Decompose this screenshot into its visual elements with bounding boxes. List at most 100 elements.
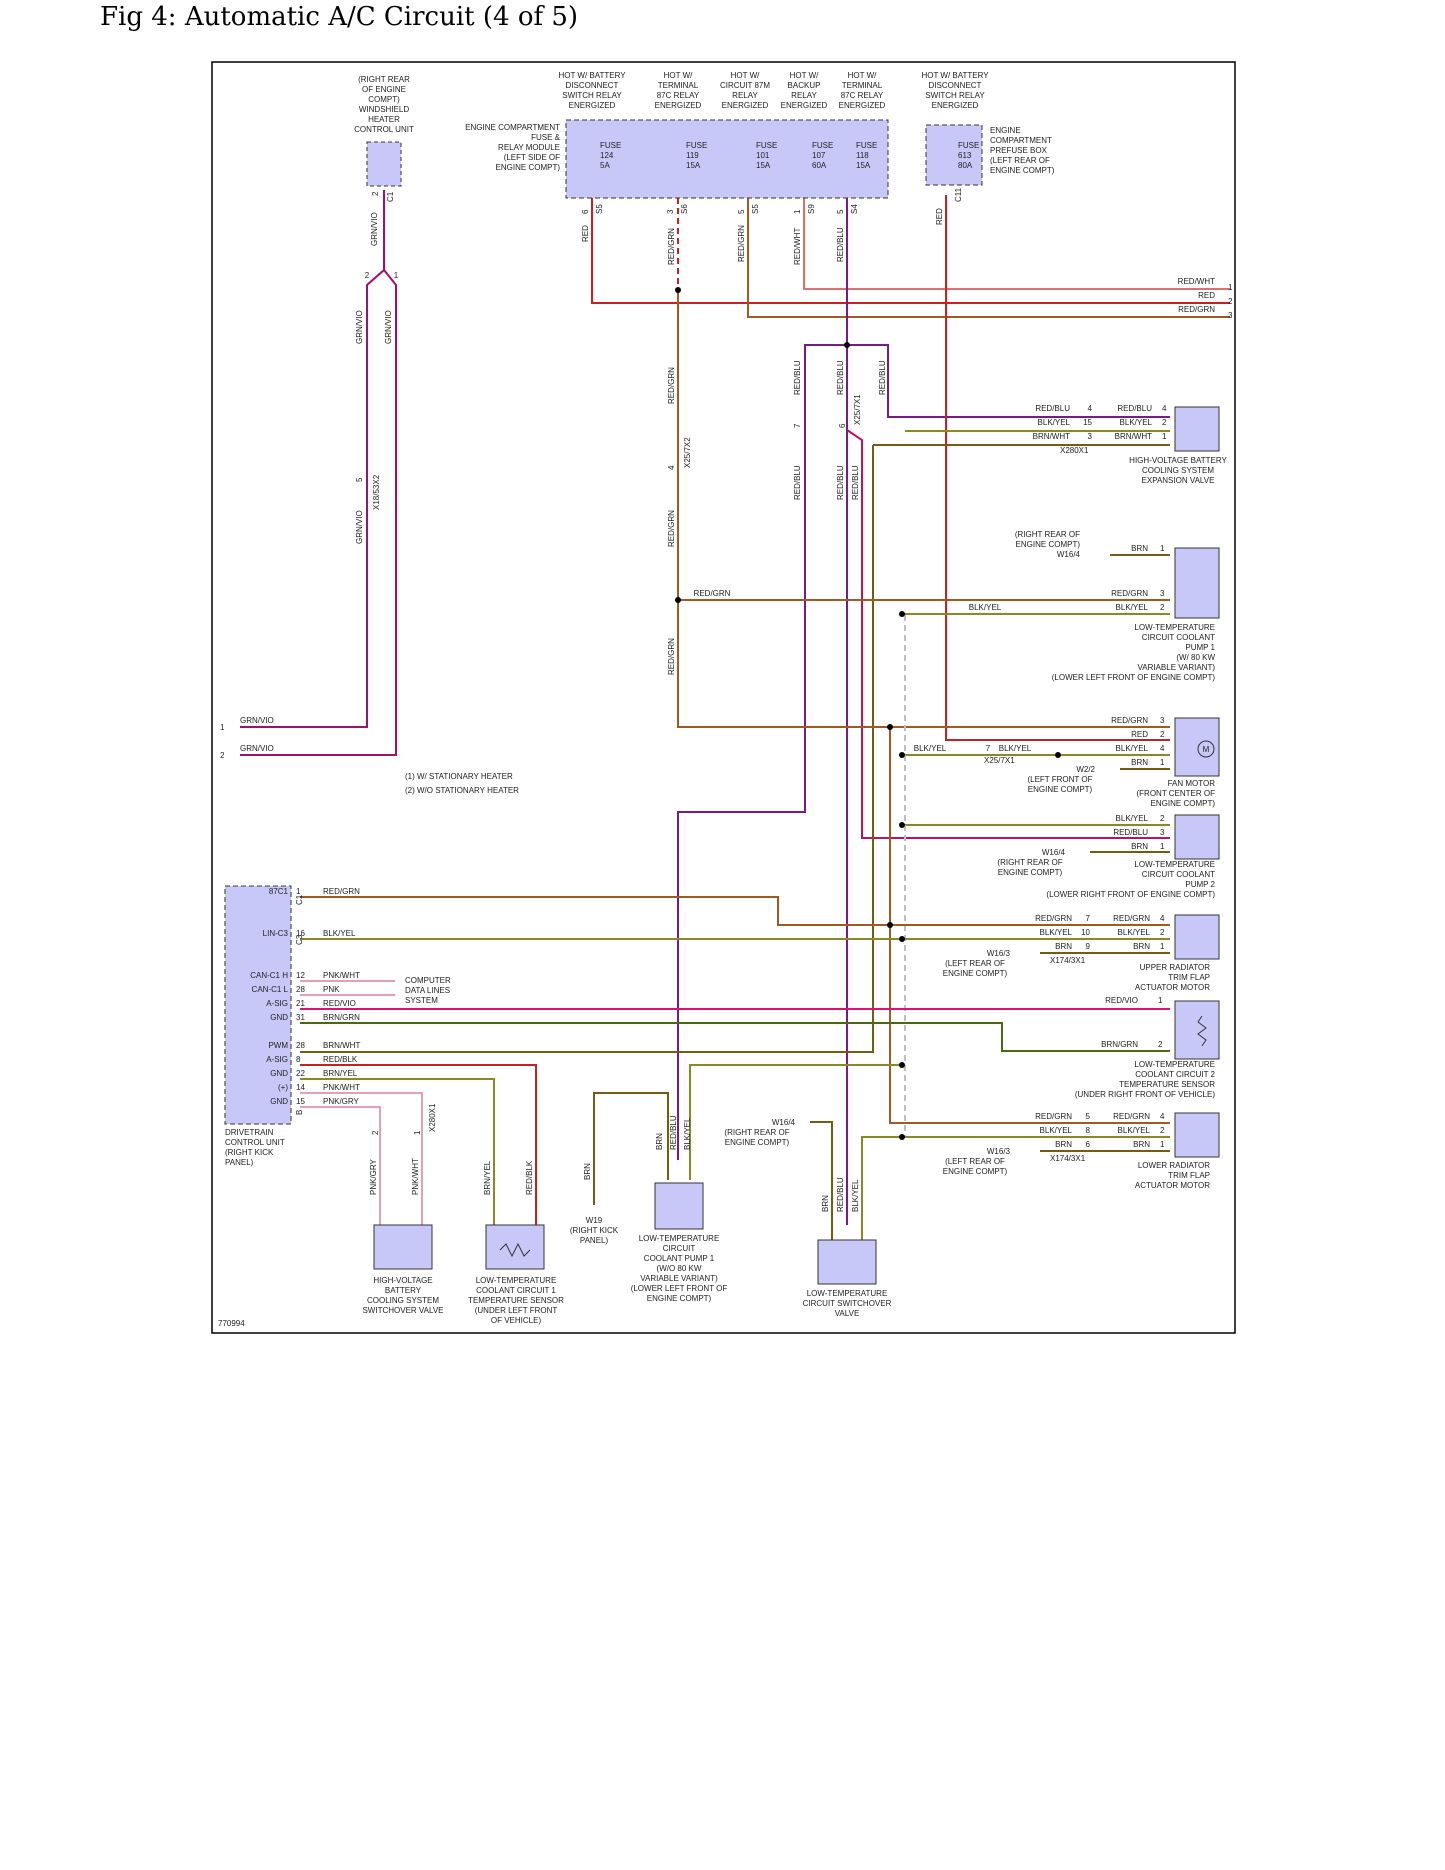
red-grn-v1: RED/GRN (667, 367, 676, 404)
diagram-frame (211, 61, 1236, 1334)
left-exit-num: 2 (220, 751, 225, 760)
fuse-pin: 3 (666, 209, 675, 214)
fan-color: BRN (1131, 758, 1148, 767)
lower-pin-left: 6 (1086, 1140, 1091, 1149)
wire-red-prefuse (945, 195, 1170, 741)
lower-pin-right: 4 (1160, 1112, 1165, 1121)
pump1-color: BRN (1131, 544, 1148, 553)
dcu-pin-name: GND (270, 1097, 288, 1106)
pump1b-red-blu: RED/BLU (669, 1115, 678, 1150)
pump2-color: BLK/YEL (1116, 814, 1149, 823)
hv-switch-pin2: 2 (371, 1130, 380, 1135)
fuse-module-box (565, 119, 889, 199)
wire-pnk-wht-dcu (300, 1092, 423, 1225)
prefuse-wire: RED (935, 208, 944, 225)
lower-flap-box (1174, 1112, 1220, 1158)
hv-valve-pin-right: 2 (1162, 418, 1167, 427)
wire-red-grn-dcu (300, 896, 1170, 926)
dcu-pin-num: 16 (296, 929, 305, 938)
fan-blk-yel-left: BLK/YEL (914, 744, 947, 753)
lower-color-left: BRN (1055, 1140, 1072, 1149)
upper-conn: X174/3X1 (1050, 956, 1086, 965)
red-blu-v4: RED/BLU (793, 465, 802, 500)
fan-color: BLK/YEL (1116, 744, 1149, 753)
upper-pin-right: 2 (1160, 928, 1165, 937)
figure-id: 770994 (218, 1319, 245, 1328)
legend-item: (1) W/ STATIONARY HEATER (405, 772, 513, 781)
fuse-pin: S5 (751, 204, 760, 214)
wire-brn-grn-dcu (300, 1022, 1170, 1052)
dcu-pin-name: CAN-C1 L (252, 985, 289, 994)
hv-switch-pin1: 1 (413, 1130, 422, 1135)
upper-pin-left: 9 (1086, 942, 1091, 951)
dcu-wire-color: RED/VIO (323, 999, 356, 1008)
dcu-wire-color: PNK/WHT (323, 1083, 360, 1092)
upper-pin-right: 1 (1160, 942, 1165, 951)
hv-valve-pin-left: 4 (1088, 404, 1093, 413)
wire-brn-switch (810, 1121, 833, 1240)
lower-pin-right: 2 (1160, 1126, 1165, 1135)
dcu-wire-color: PNK/WHT (323, 971, 360, 980)
pump1-pin: 1 (1160, 544, 1165, 553)
lower-color-right: BRN (1133, 1140, 1150, 1149)
pump1-ground: W16/4 (1057, 550, 1081, 559)
switchover-valve-box (817, 1239, 877, 1285)
dcu-wire-color: BLK/YEL (323, 929, 356, 938)
sensor2-pin2: 2 (1158, 1040, 1163, 1049)
hv-valve-color-right: BRN/WHT (1115, 432, 1152, 441)
fuse-pin: 6 (581, 209, 590, 214)
wire-blk-yel-pump1b (689, 1064, 902, 1180)
pin-x18-5: 5 (355, 477, 364, 482)
right-exit-num: 2 (1228, 297, 1233, 306)
prefuse-box (925, 124, 983, 186)
fuse119-wire: RED/GRN (667, 228, 676, 265)
dcu-pin-name: CAN-C1 H (250, 971, 288, 980)
fuse-pin: S9 (807, 204, 816, 214)
lower-pin-left: 5 (1086, 1112, 1091, 1121)
dcu-wire-color: BRN/YEL (323, 1069, 358, 1078)
wire-brn-wht-down (300, 445, 874, 1053)
dcu-pin-name: A-SIG (266, 1055, 288, 1064)
grn-vio-top: GRN/VIO (370, 212, 379, 246)
fan-blk-yel-right: BLK/YEL (999, 744, 1032, 753)
wire-red-grn-bus (889, 727, 1170, 1124)
left-grn-vio-2: GRN/VIO (240, 744, 274, 753)
wire-red-blu-left (677, 344, 847, 1160)
dcu-pin-num: 28 (296, 985, 305, 994)
upper-color-left: BLK/YEL (1040, 928, 1073, 937)
w19-brn: BRN (583, 1163, 592, 1180)
red-grn-v3: RED/GRN (667, 638, 676, 675)
fan-color: RED/GRN (1111, 716, 1148, 725)
dcu-conn-b: B (295, 1110, 304, 1115)
upper-pin-right: 4 (1160, 914, 1165, 923)
lower-pin-right: 1 (1160, 1140, 1165, 1149)
sensor2-brn-grn: BRN/GRN (1101, 1040, 1138, 1049)
wire-red-blu-right (847, 344, 1170, 418)
fan-pin: 4 (1160, 744, 1165, 753)
fan-motor-symbol-label: M (1203, 745, 1210, 754)
pump2-pin: 1 (1160, 842, 1165, 851)
junction-dots (675, 287, 1061, 1140)
dcu-pin-name: 87C1 (269, 887, 289, 896)
x25-7x2: X25/7X2 (683, 437, 692, 468)
fan-pin: 3 (1160, 716, 1165, 725)
windshield-heater-box (366, 141, 402, 187)
